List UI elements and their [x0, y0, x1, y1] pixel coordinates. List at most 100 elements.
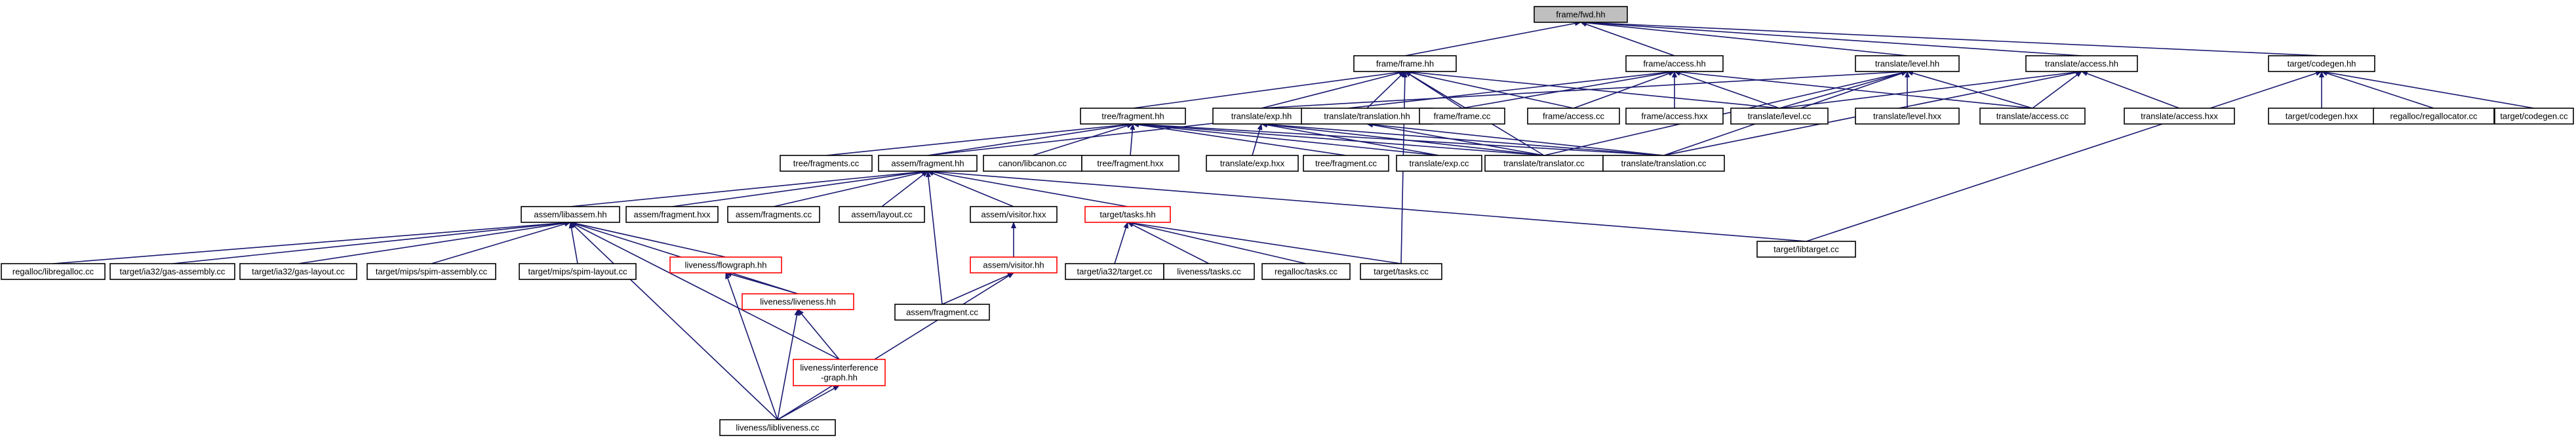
node-label: translate/access.hh — [2045, 59, 2118, 69]
node-frame-frame-cc[interactable]: frame/frame.cc — [1419, 108, 1505, 125]
node-canon-libcanon-cc[interactable]: canon/libcanon.cc — [983, 155, 1082, 172]
node-label: translate/level.hxx — [1873, 111, 1942, 121]
node-root[interactable]: frame/fwd.hh — [1534, 6, 1628, 23]
edge-assem_fragment_hh-assem_visitor_hxx — [927, 171, 1014, 207]
node-tc-codegen-hh[interactable]: target/codegen.hh — [2268, 55, 2375, 72]
edge-root-tc_codegen_hh — [1580, 20, 2322, 56]
node-regalloc-tasks-cc[interactable]: regalloc/tasks.cc — [1261, 263, 1351, 280]
edge-tree_fragment_hh-tl_translator_cc — [1132, 121, 1545, 156]
edge-tl_level_hh-tl_access_cc — [1907, 70, 2033, 109]
node-assem-fragments-cc[interactable]: assem/fragments.cc — [727, 206, 820, 223]
node-ia32-gas-layout-cc[interactable]: target/ia32/gas-layout.cc — [239, 263, 357, 280]
node-ia32-gas-assembly-cc[interactable]: target/ia32/gas-assembly.cc — [109, 263, 235, 280]
node-regalloc-cc[interactable]: regalloc/regallocator.cc — [2373, 108, 2495, 125]
node-label: tree/fragment.cc — [1315, 159, 1377, 169]
node-label: translate/exp.hh — [1231, 111, 1292, 121]
edge-assem_libassem_hh-liveness_libliveness_cc — [570, 222, 778, 420]
node-ia32-target-cc[interactable]: target/ia32/target.cc — [1065, 263, 1164, 280]
edge-assem_libassem_hh-liveness_flowgraph_hh — [570, 221, 726, 258]
node-frame-access-cc[interactable]: frame/access.cc — [1527, 108, 1620, 125]
node-label: frame/fwd.hh — [1556, 10, 1605, 20]
edge-assem_fragment_hh-assem_fragment_cc — [925, 171, 943, 305]
edge-assem_fragment_hh-assem_fragments_cc — [773, 170, 928, 207]
edge-tree_fragment_hh-canon_libcanon_cc — [1032, 123, 1134, 156]
node-tl-exp-hxx[interactable]: translate/exp.hxx — [1206, 155, 1299, 172]
edge-assem_libassem_hh-regalloc_libregalloc_cc — [52, 220, 571, 264]
node-tc-codegen-hxx[interactable]: target/codegen.hxx — [2268, 108, 2375, 125]
edge-tl_translation_hh-tl_translation_cc — [1366, 121, 1664, 156]
node-label: liveness/tasks.cc — [1177, 267, 1241, 277]
edge-liveness_flowgraph_hh-liveness_libliveness_cc — [725, 272, 778, 420]
node-tl-exp-hh[interactable]: translate/exp.hh — [1212, 108, 1311, 125]
node-label: target/codegen.hh — [2288, 59, 2356, 69]
node-tree-fragment-hxx[interactable]: tree/fragment.hxx — [1081, 155, 1179, 172]
node-tl-level-cc[interactable]: translate/level.cc — [1730, 108, 1829, 125]
node-label: regalloc/tasks.cc — [1275, 267, 1338, 277]
node-frame-access-hh[interactable]: frame/access.hh — [1625, 55, 1724, 72]
edge-assem_fragment_hh-target_libtarget_cc — [927, 169, 1807, 242]
node-tl-level-hh[interactable]: translate/level.hh — [1855, 55, 1960, 72]
node-label: translate/access.cc — [1996, 111, 2069, 121]
node-label: translate/level.hh — [1875, 59, 1939, 69]
node-regalloc-libregalloc-cc[interactable]: regalloc/libregalloc.cc — [1, 263, 106, 280]
node-liveness-tasks-cc[interactable]: liveness/tasks.cc — [1163, 263, 1255, 280]
node-tl-level-hxx[interactable]: translate/level.hxx — [1855, 108, 1960, 125]
edge-assem_libassem_hh-ia32_gas_assembly_cc — [172, 220, 571, 264]
edge-frame_access_hh-tl_level_cc — [1674, 71, 1780, 109]
node-assem-libassem-hh[interactable]: assem/libassem.hh — [521, 206, 620, 223]
node-mips-spim-layout-cc[interactable]: target/mips/spim-layout.cc — [519, 263, 637, 280]
edge-assem_fragment_hh-target_tasks_hh — [927, 169, 1128, 207]
node-liveness-liveness-hh[interactable]: liveness/liveness.hh — [742, 293, 854, 310]
node-assem-visitor-hxx[interactable]: assem/visitor.hxx — [970, 206, 1058, 223]
node-tl-access-hxx[interactable]: translate/access.hxx — [2124, 108, 2235, 125]
edge-tl_access_hh-tl_access_cc — [2032, 71, 2082, 109]
node-tc-codegen-cc[interactable]: target/codegen.cc — [2494, 108, 2574, 125]
edge-root-tl_level_hh — [1580, 20, 1908, 56]
node-tl-translation-cc[interactable]: translate/translation.cc — [1602, 155, 1725, 172]
node-assem-fragment-cc[interactable]: assem/fragment.cc — [894, 304, 990, 321]
node-label: target/codegen.cc — [2500, 111, 2568, 121]
node-tree-fragments-cc[interactable]: tree/fragments.cc — [780, 155, 873, 172]
node-tl-access-cc[interactable]: translate/access.cc — [1979, 108, 2086, 125]
node-liveness-interference-hh[interactable]: liveness/interference-graph.hh — [793, 359, 886, 386]
edge-target_tasks_hh-ia32_target_cc — [1114, 222, 1129, 264]
node-label: liveness/liveness.hh — [760, 297, 836, 307]
node-frame-access-hxx[interactable]: frame/access.hxx — [1625, 108, 1724, 125]
node-assem-fragment-hxx[interactable]: assem/fragment.hxx — [625, 206, 719, 223]
node-target-tasks-cc[interactable]: target/tasks.cc — [1360, 263, 1442, 280]
edge-assem_libassem_hh-ia32_gas_layout_cc — [298, 220, 571, 264]
node-liveness-flowgraph-hh[interactable]: liveness/flowgraph.hh — [669, 256, 782, 273]
node-label: assem/fragments.cc — [736, 210, 812, 220]
node-target-tasks-hh[interactable]: target/tasks.hh — [1084, 206, 1171, 223]
node-label: translate/translation.hh — [1324, 111, 1410, 121]
node-target-libtarget-cc[interactable]: target/libtarget.cc — [1756, 241, 1856, 258]
edge-tl_level_hh-tl_level_cc — [1779, 70, 1908, 109]
edge-assem_libassem_hh-mips_spim_layout_cc — [568, 222, 578, 264]
node-tl-access-hh[interactable]: translate/access.hh — [2025, 55, 2138, 72]
edge-tree_fragment_hh-tree_fragment_hxx — [1130, 123, 1136, 156]
edge-liveness_liveness_hh-liveness_libliveness_cc — [777, 309, 800, 420]
node-label: -graph.hh — [821, 373, 858, 382]
node-label: regalloc/regallocator.cc — [2390, 111, 2478, 121]
node-assem-fragment-hh[interactable]: assem/fragment.hh — [878, 155, 978, 172]
node-label: liveness/flowgraph.hh — [684, 260, 766, 270]
edge-target_tasks_hh-liveness_tasks_cc — [1127, 222, 1210, 264]
node-frame-hh[interactable]: frame/frame.hh — [1353, 55, 1457, 72]
node-tl-exp-cc[interactable]: translate/exp.cc — [1396, 155, 1482, 172]
node-label: frame/access.hxx — [1641, 111, 1708, 121]
node-label: canon/libcanon.cc — [999, 159, 1067, 169]
node-tree-fragment-hh[interactable]: tree/fragment.hh — [1080, 108, 1186, 125]
edge-target_tasks_hh-target_tasks_cc — [1127, 220, 1402, 264]
edge-tl_access_hh-tl_level_cc — [1779, 70, 2082, 109]
node-tl-translator-cc[interactable]: translate/translator.cc — [1484, 155, 1604, 172]
node-assem-layout-cc[interactable]: assem/layout.cc — [839, 206, 925, 223]
edge-liveness_interference_hh-liveness_libliveness_cc — [777, 385, 840, 420]
node-label: translate/level.cc — [1748, 111, 1812, 121]
node-mips-spim-assembly-cc[interactable]: target/mips/spim-assembly.cc — [367, 263, 496, 280]
node-tree-fragment-cc[interactable]: tree/fragment.cc — [1303, 155, 1389, 172]
node-tl-translation-hh[interactable]: translate/translation.hh — [1301, 108, 1433, 125]
node-label: translate/exp.cc — [1409, 159, 1469, 169]
node-assem-visitor-hh[interactable]: assem/visitor.hh — [970, 256, 1058, 273]
node-liveness-libliveness-cc[interactable]: liveness/libliveness.cc — [719, 419, 836, 436]
